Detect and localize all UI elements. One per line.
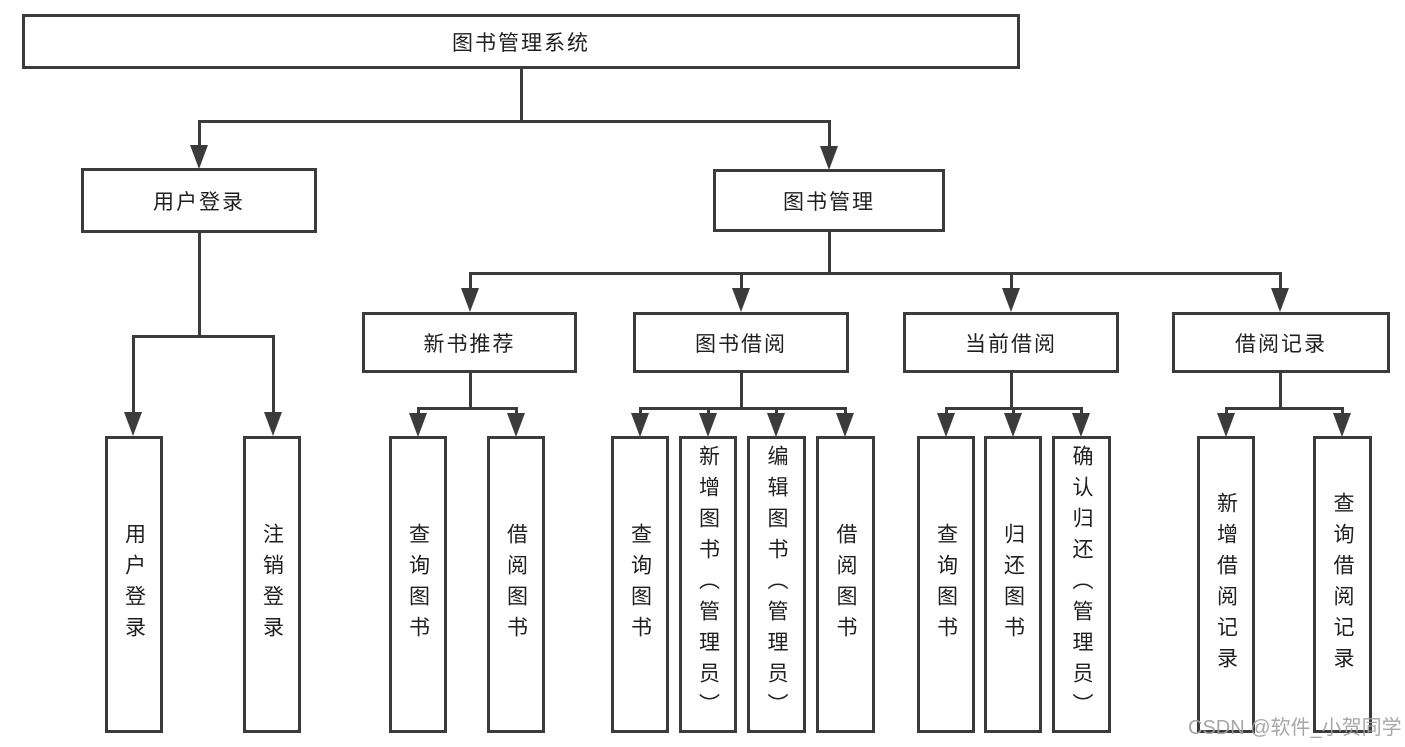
connector-hline	[1225, 407, 1344, 410]
arrowhead-down-icon	[732, 288, 750, 312]
node-label: 图书管理系统	[452, 31, 590, 55]
leaf-confirm-return-admin: 确认归还（管理员）	[1052, 436, 1111, 733]
leaf-label: 新增图书（管理员）	[696, 445, 720, 724]
node-current-borrow: 当前借阅	[903, 312, 1119, 373]
arrowhead-down-icon	[1004, 413, 1022, 437]
connector-hline	[469, 272, 1282, 275]
connector-vline	[198, 233, 201, 338]
connector-vline	[132, 335, 135, 413]
connector-vline	[515, 407, 518, 417]
leaf-query-book-3: 查询图书	[917, 436, 975, 733]
node-borrow-record: 借阅记录	[1172, 312, 1390, 373]
connector-vline	[520, 69, 523, 123]
leaf-query-borrow-record: 查询借阅记录	[1313, 436, 1372, 733]
connector-vline	[639, 407, 642, 417]
leaf-label: 查询图书	[628, 522, 652, 647]
connector-vline	[1010, 272, 1013, 292]
connector-vline	[469, 272, 472, 292]
leaf-edit-book-admin: 编辑图书（管理员）	[747, 436, 806, 733]
leaf-label: 查询借阅记录	[1331, 491, 1354, 678]
connector-hline	[198, 120, 831, 123]
leaf-borrow-book-2: 借阅图书	[816, 436, 875, 733]
connector-vline	[1225, 407, 1228, 417]
connector-vline	[707, 407, 710, 417]
connector-vline	[417, 407, 420, 417]
connector-vline	[775, 407, 778, 417]
node-book-management-branch: 图书管理	[713, 169, 945, 232]
leaf-label: 用户登录	[122, 522, 146, 647]
leaf-label: 归还图书	[1001, 522, 1025, 647]
node-user-login-branch: 用户登录	[81, 168, 317, 233]
leaf-label: 借阅图书	[504, 522, 528, 647]
node-label: 当前借阅	[965, 332, 1057, 356]
connector-vline	[1279, 373, 1282, 410]
connector-vline	[828, 120, 831, 146]
node-label: 借阅记录	[1235, 332, 1327, 356]
leaf-label: 确认归还（管理员）	[1070, 445, 1093, 724]
node-label: 图书管理	[783, 190, 875, 214]
arrowhead-down-icon	[461, 288, 479, 312]
connector-vline	[272, 335, 275, 413]
node-book-borrow: 图书借阅	[633, 312, 849, 373]
node-label: 新书推荐	[423, 332, 516, 356]
connector-vline	[1012, 407, 1015, 417]
leaf-return-book: 归还图书	[984, 436, 1042, 733]
leaf-label: 查询图书	[406, 522, 430, 647]
leaf-query-book-2: 查询图书	[611, 436, 669, 733]
connector-vline	[1080, 407, 1083, 417]
leaf-add-borrow-record: 新增借阅记录	[1197, 436, 1255, 733]
connector-vline	[1279, 272, 1282, 292]
arrowhead-down-icon	[409, 413, 427, 437]
connector-vline	[198, 120, 201, 146]
arrowhead-down-icon	[937, 413, 955, 437]
node-new-book-recommend: 新书推荐	[362, 312, 577, 373]
arrowhead-down-icon	[1333, 413, 1351, 437]
arrowhead-down-icon	[836, 413, 854, 437]
arrowhead-down-icon	[507, 413, 525, 437]
connector-vline	[469, 373, 472, 410]
arrowhead-down-icon	[631, 413, 649, 437]
leaf-logout: 注销登录	[243, 436, 301, 733]
leaf-label: 注销登录	[260, 522, 284, 647]
connector-hline	[639, 407, 847, 410]
leaf-add-book-admin: 新增图书（管理员）	[679, 436, 737, 733]
connector-vline	[740, 373, 743, 410]
connector-vline	[1341, 407, 1344, 417]
leaf-query-book-1: 查询图书	[389, 436, 447, 733]
connector-hline	[417, 407, 518, 410]
arrowhead-down-icon	[1217, 413, 1235, 437]
arrowhead-down-icon	[190, 145, 208, 169]
arrowhead-down-icon	[820, 146, 838, 170]
leaf-user-login: 用户登录	[105, 436, 163, 733]
arrowhead-down-icon	[1271, 288, 1289, 312]
leaf-borrow-book-1: 借阅图书	[487, 436, 545, 733]
leaf-label: 新增借阅记录	[1214, 491, 1238, 678]
arrowhead-down-icon	[124, 412, 142, 436]
arrowhead-down-icon	[699, 413, 717, 437]
node-label: 图书借阅	[695, 332, 787, 356]
connector-vline	[828, 232, 831, 275]
connector-vline	[945, 407, 948, 417]
node-root: 图书管理系统	[22, 14, 1020, 69]
arrowhead-down-icon	[767, 413, 785, 437]
leaf-label: 查询图书	[934, 522, 958, 647]
arrowhead-down-icon	[1002, 288, 1020, 312]
node-label: 用户登录	[153, 190, 245, 214]
connector-vline	[844, 407, 847, 417]
connector-vline	[740, 272, 743, 292]
arrowhead-down-icon	[264, 412, 282, 436]
leaf-label: 借阅图书	[834, 522, 857, 647]
leaf-label: 编辑图书（管理员）	[765, 445, 788, 724]
connector-vline	[1010, 373, 1013, 410]
watermark: CSDN @软件_小贺同学	[1188, 717, 1402, 739]
arrowhead-down-icon	[1072, 413, 1090, 437]
connector-hline	[132, 335, 275, 338]
